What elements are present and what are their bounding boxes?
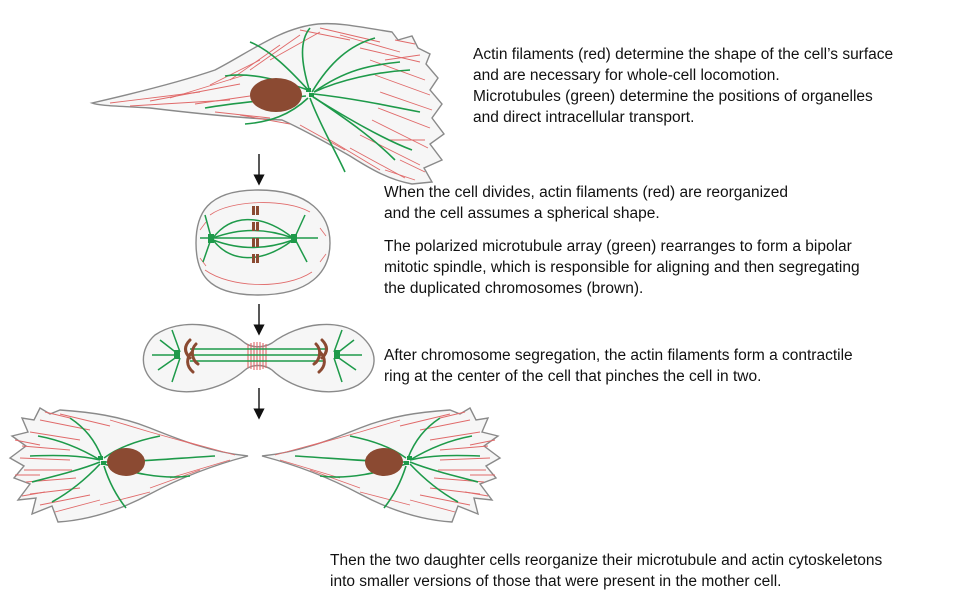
division-caption-line: and the cell assumes a spherical shape. xyxy=(384,205,660,222)
division-caption-line: mitotic spindle, which is responsible fo… xyxy=(384,259,860,276)
division-caption-line: the duplicated chromosomes (brown). xyxy=(384,280,644,297)
contractile-ring xyxy=(247,342,267,370)
cytokinesis-caption-line: ring at the center of the cell that pinc… xyxy=(384,368,762,385)
left-daughter-cell xyxy=(8,407,249,523)
right-daughter-cell xyxy=(261,407,502,523)
interphase-caption: Actin filaments (red) determine the shap… xyxy=(473,44,893,128)
interphase-caption-line: and direct intracellular transport. xyxy=(473,109,695,126)
division-caption: When the cell divides, actin filaments (… xyxy=(384,182,860,299)
daughters-caption: Then the two daughter cells reorganize t… xyxy=(330,550,882,592)
interphase-caption-line: and are necessary for whole-cell locomot… xyxy=(473,67,780,84)
daughters-caption-line: Then the two daughter cells reorganize t… xyxy=(330,552,883,569)
right-daughter-nucleus xyxy=(365,448,403,476)
cytokinesis-poles xyxy=(174,350,340,359)
cytokinesis-caption: After chromosome segregation, the actin … xyxy=(384,345,853,387)
mitotic-cell xyxy=(195,189,331,296)
division-caption-line: The polarized microtubule array (green) … xyxy=(384,238,852,255)
mitotic-cell-membrane xyxy=(195,189,331,296)
right-daughter-centrosome xyxy=(404,456,412,465)
segregated-chromosomes xyxy=(184,338,328,374)
cytokinesis-cell-membrane xyxy=(142,323,375,393)
left-daughter-centrosome xyxy=(98,456,106,465)
mitotic-poles xyxy=(208,234,297,243)
interphase-centrosome xyxy=(306,88,314,97)
metaphase-chromosomes xyxy=(252,206,259,263)
division-caption-line: When the cell divides, actin filaments (… xyxy=(384,184,789,201)
left-daughter-nucleus xyxy=(107,448,145,476)
interphase-cell xyxy=(89,22,445,185)
daughters-caption-line: into smaller versions of those that were… xyxy=(330,573,782,590)
interphase-caption-line: Actin filaments (red) determine the shap… xyxy=(473,46,894,63)
cytokinesis-caption-line: After chromosome segregation, the actin … xyxy=(384,347,853,364)
cytokinesis-cell xyxy=(142,323,375,393)
interphase-nucleus xyxy=(250,78,302,112)
interphase-caption-line: Microtubules (green) determine the posit… xyxy=(473,88,873,105)
right-daughter-actin xyxy=(274,411,496,513)
